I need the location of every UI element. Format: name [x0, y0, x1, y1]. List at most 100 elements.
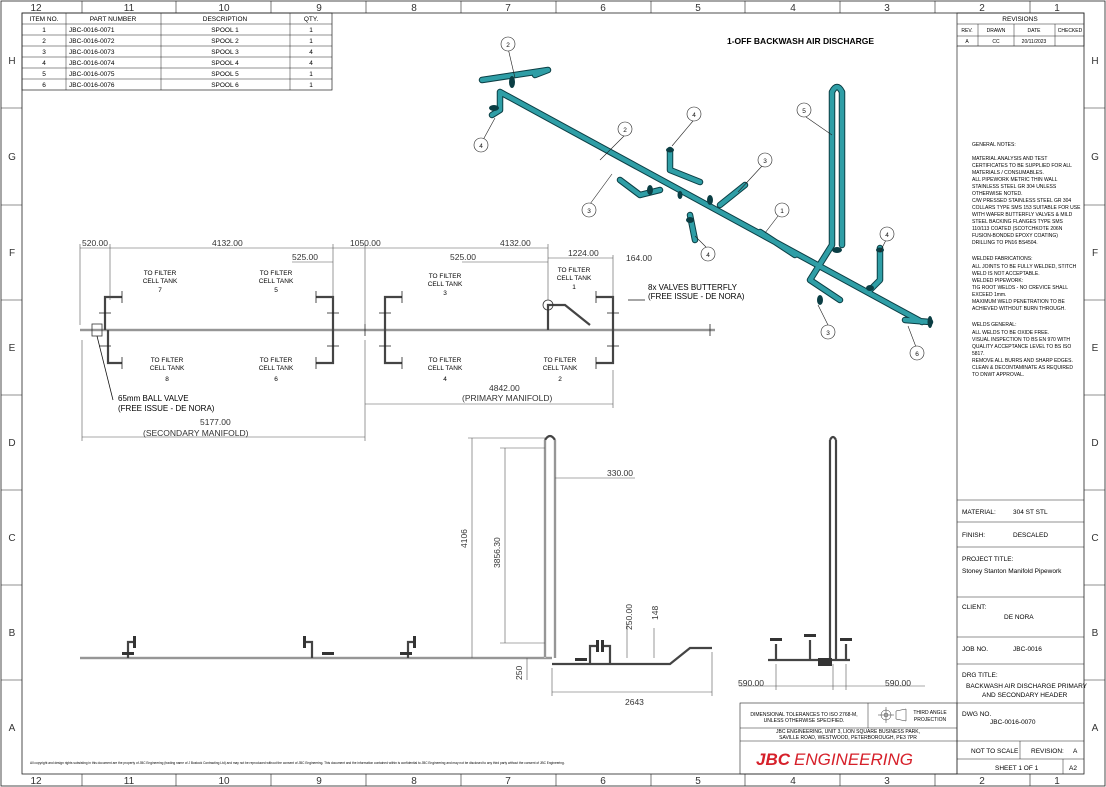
grid-label: 5	[695, 3, 701, 14]
title-block: GENERAL NOTES: MATERIAL ANALYSIS AND TES…	[956, 46, 1088, 774]
client-label: CLIENT:	[962, 604, 986, 611]
grid-label: 7	[505, 3, 511, 14]
revision-header: DATE	[1028, 28, 1042, 34]
butterfly-valve-note-2: (FREE ISSUE - DE NORA)	[648, 292, 745, 301]
revisions-table: REVISIONS REV. DRAWN DATE CHECKED A CC 2…	[956, 12, 1085, 47]
notes-welds-title: WELDS GENERAL:	[972, 322, 1016, 328]
tank-label-cell: CELL TANK	[259, 365, 294, 372]
dim-1050: 1050.00	[350, 238, 381, 248]
bom-cell: 4	[42, 60, 46, 67]
dim-5177: 5177.00	[200, 417, 231, 427]
bom-cell: 1	[309, 38, 313, 45]
grid-label: B	[9, 628, 16, 639]
bom-cell: SPOOL 5	[211, 71, 239, 78]
bom-cell: 4	[309, 49, 313, 56]
grid-label: A	[9, 723, 16, 734]
bom-cell: JBC-0016-0071	[69, 27, 115, 34]
project-title-label: PROJECT TITLE:	[962, 556, 1014, 563]
grid-label: 1	[1054, 3, 1060, 14]
grid-label: F	[9, 248, 15, 259]
company-address-1: JBC ENGINEERING, UNIT 3, LION SQUARE BUS…	[776, 729, 920, 735]
sheet-size: A2	[1069, 765, 1077, 772]
side-elevation-view: 590.00 590.00	[738, 435, 925, 690]
dim-525-a: 525.00	[292, 252, 318, 262]
iso-flanges	[489, 76, 933, 328]
projection-line1: THIRD ANGLE	[913, 710, 947, 716]
grid-label: F	[1092, 248, 1098, 259]
dim-250-a: 250.00	[624, 604, 634, 630]
note-line: MATERIALS / CONSUMABLES.	[972, 170, 1044, 176]
note-line: C/W PRESSED STAINLESS STEEL GR 304	[972, 198, 1071, 204]
bom-cell: 6	[42, 82, 46, 89]
dim-148: 148	[650, 606, 660, 620]
grid-label: D	[1091, 438, 1098, 449]
tank-label-to: TO FILTER	[260, 270, 293, 277]
grid-label: B	[1092, 628, 1099, 639]
grid-label: 1	[1054, 776, 1060, 787]
iso-balloon-label: 4	[706, 252, 710, 259]
bom-cell: JBC-0016-0072	[69, 38, 115, 45]
bom-cell: SPOOL 4	[211, 60, 239, 67]
tank-label-number: 7	[158, 287, 162, 294]
company-address-2: SAVILLE ROAD, WESTWOOD, PETERBOROUGH, PE…	[779, 735, 917, 741]
note-line: 5817.	[972, 351, 985, 357]
grid-label: 3	[884, 776, 890, 787]
grid-label: 8	[411, 776, 417, 787]
tolerance-line1: DIMENSIONAL TOLERANCES TO ISO 2768-M,	[750, 712, 857, 718]
dim-4106: 4106	[459, 529, 469, 548]
drg-title-label: DRG TITLE:	[962, 672, 998, 679]
dim-4132-a: 4132.00	[212, 238, 243, 248]
grid-labels-right: H G F E D C B A	[1091, 56, 1099, 734]
grid-label: H	[8, 56, 15, 67]
dim-590-a: 590.00	[738, 678, 764, 688]
grid-label: C	[8, 533, 15, 544]
project-title-value: Stoney Stanton Manifold Pipework	[962, 568, 1062, 575]
finish-value: DESCALED	[1013, 532, 1048, 539]
grid-label: 12	[30, 3, 42, 14]
grid-label: E	[9, 343, 16, 354]
grid-label: 2	[979, 776, 985, 787]
iso-balloon-label: 3	[826, 330, 830, 337]
material-label: MATERIAL:	[962, 509, 996, 516]
projection-line2: PROJECTION	[914, 717, 947, 723]
revision-header: DRAWN	[987, 28, 1006, 34]
tank-label-number: 5	[274, 287, 278, 294]
dim-164: 164.00	[626, 253, 652, 263]
iso-balloon-label: 4	[479, 143, 483, 150]
tank-label-cell: CELL TANK	[543, 365, 578, 372]
third-angle-projection-icon	[878, 707, 907, 723]
revision-header: REV.	[961, 28, 972, 34]
dim-4132-b: 4132.00	[500, 238, 531, 248]
dwg-no-value: JBC-0016-0070	[990, 719, 1036, 726]
iso-balloon-label: 1	[780, 208, 784, 215]
iso-balloons	[473, 36, 925, 361]
revision-cell: CC	[992, 39, 1000, 45]
bom-cell: JBC-0016-0076	[69, 82, 115, 89]
iso-balloon-label: 5	[802, 108, 806, 115]
tank-label-cell: CELL TANK	[143, 278, 178, 285]
bom-cell: 1	[42, 27, 46, 34]
company-logo-bold: JBC	[756, 750, 791, 769]
grid-label: A	[1092, 723, 1099, 734]
dim-525-b: 525.00	[450, 252, 476, 262]
iso-balloon-label: 6	[915, 351, 919, 358]
notes-general-title: GENERAL NOTES:	[972, 142, 1016, 148]
iso-balloon-label: 2	[623, 127, 627, 134]
dim-250-b: 250	[514, 666, 524, 680]
revisions-title: REVISIONS	[1002, 16, 1038, 23]
dwg-no-label: DWG NO.	[962, 711, 991, 718]
bom-cell: SPOOL 1	[211, 27, 239, 34]
grid-label: 9	[316, 3, 322, 14]
note-line: WELDED PIPEWORK:	[972, 278, 1023, 284]
tank-label-number: 4	[443, 376, 447, 383]
note-line: COLLARS TYPE SMS 153 SUITABLE FOR USE	[972, 205, 1081, 211]
tolerance-line2: UNLESS OTHERWISE SPECIFIED.	[764, 718, 845, 724]
grid-label: 3	[884, 3, 890, 14]
iso-title: 1-OFF BACKWASH AIR DISCHARGE	[727, 36, 874, 46]
dim-2643: 2643	[625, 697, 644, 707]
tank-label-to: TO FILTER	[144, 270, 177, 277]
tank-label-number: 3	[443, 290, 447, 297]
front-elevation-view: 330.00 4106 3856.30 250.00 148 250 2643	[80, 434, 713, 707]
grid-label: G	[1091, 152, 1099, 163]
